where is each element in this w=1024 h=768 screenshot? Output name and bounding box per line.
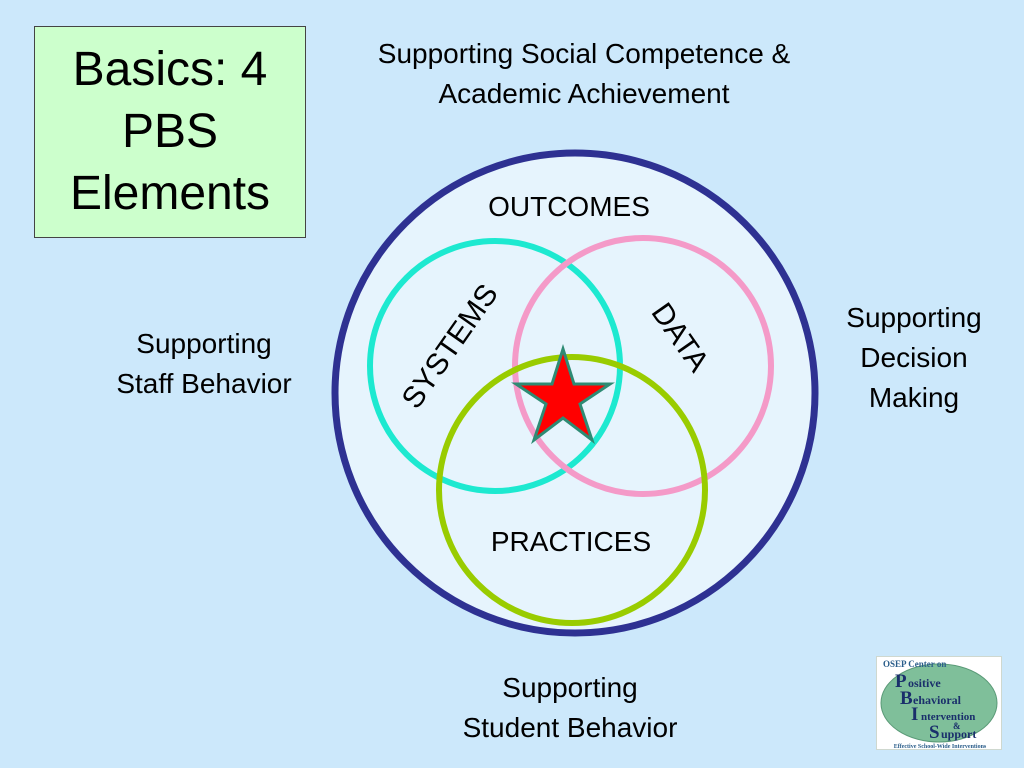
title-line-3: Elements <box>69 167 271 220</box>
logo-letter: S <box>929 722 940 743</box>
logo-word: & <box>953 721 961 731</box>
label-line: Student Behavior <box>462 712 678 743</box>
practices-circle <box>436 354 708 626</box>
star-icon <box>511 343 615 445</box>
label-line: Supporting Social Competence & <box>377 38 791 69</box>
logo-word: ositive <box>908 676 941 690</box>
label-line: Supporting <box>502 672 638 703</box>
data-circle <box>512 235 774 497</box>
osep-pbis-logo: OSEP Center on P ositive B ehavioral I n… <box>876 656 1002 750</box>
label-decision-making: Supporting Decision Making <box>818 298 1010 418</box>
label-staff-behavior: Supporting Staff Behavior <box>92 324 316 404</box>
label-line: Decision <box>860 342 968 373</box>
logo-letter: B <box>900 688 913 709</box>
label-line: Making <box>868 382 960 413</box>
logo-word: upport <box>941 727 976 741</box>
label-line: Staff Behavior <box>116 368 292 399</box>
page-title: Basics: 4 PBS Elements <box>34 26 306 238</box>
title-line-1: Basics: 4 <box>72 43 268 96</box>
label-social-competence: Supporting Social Competence & Academic … <box>334 34 834 114</box>
label-line: Supporting <box>136 328 272 359</box>
logo-header: OSEP Center on <box>883 659 946 669</box>
logo-word: ntervention <box>921 711 975 723</box>
logo-footer: Effective School-Wide Interventions <box>894 744 987 750</box>
logo-word: ehavioral <box>913 693 962 707</box>
label-line: Academic Achievement <box>438 78 730 109</box>
title-line-2: PBS <box>121 105 219 158</box>
label-line: Supporting <box>846 302 982 333</box>
practices-label: PRACTICES <box>491 526 651 557</box>
logo-letter: P <box>895 671 907 692</box>
logo-letter: I <box>911 704 918 725</box>
label-student-behavior: Supporting Student Behavior <box>420 668 720 748</box>
outcomes-label: OUTCOMES <box>488 191 650 222</box>
